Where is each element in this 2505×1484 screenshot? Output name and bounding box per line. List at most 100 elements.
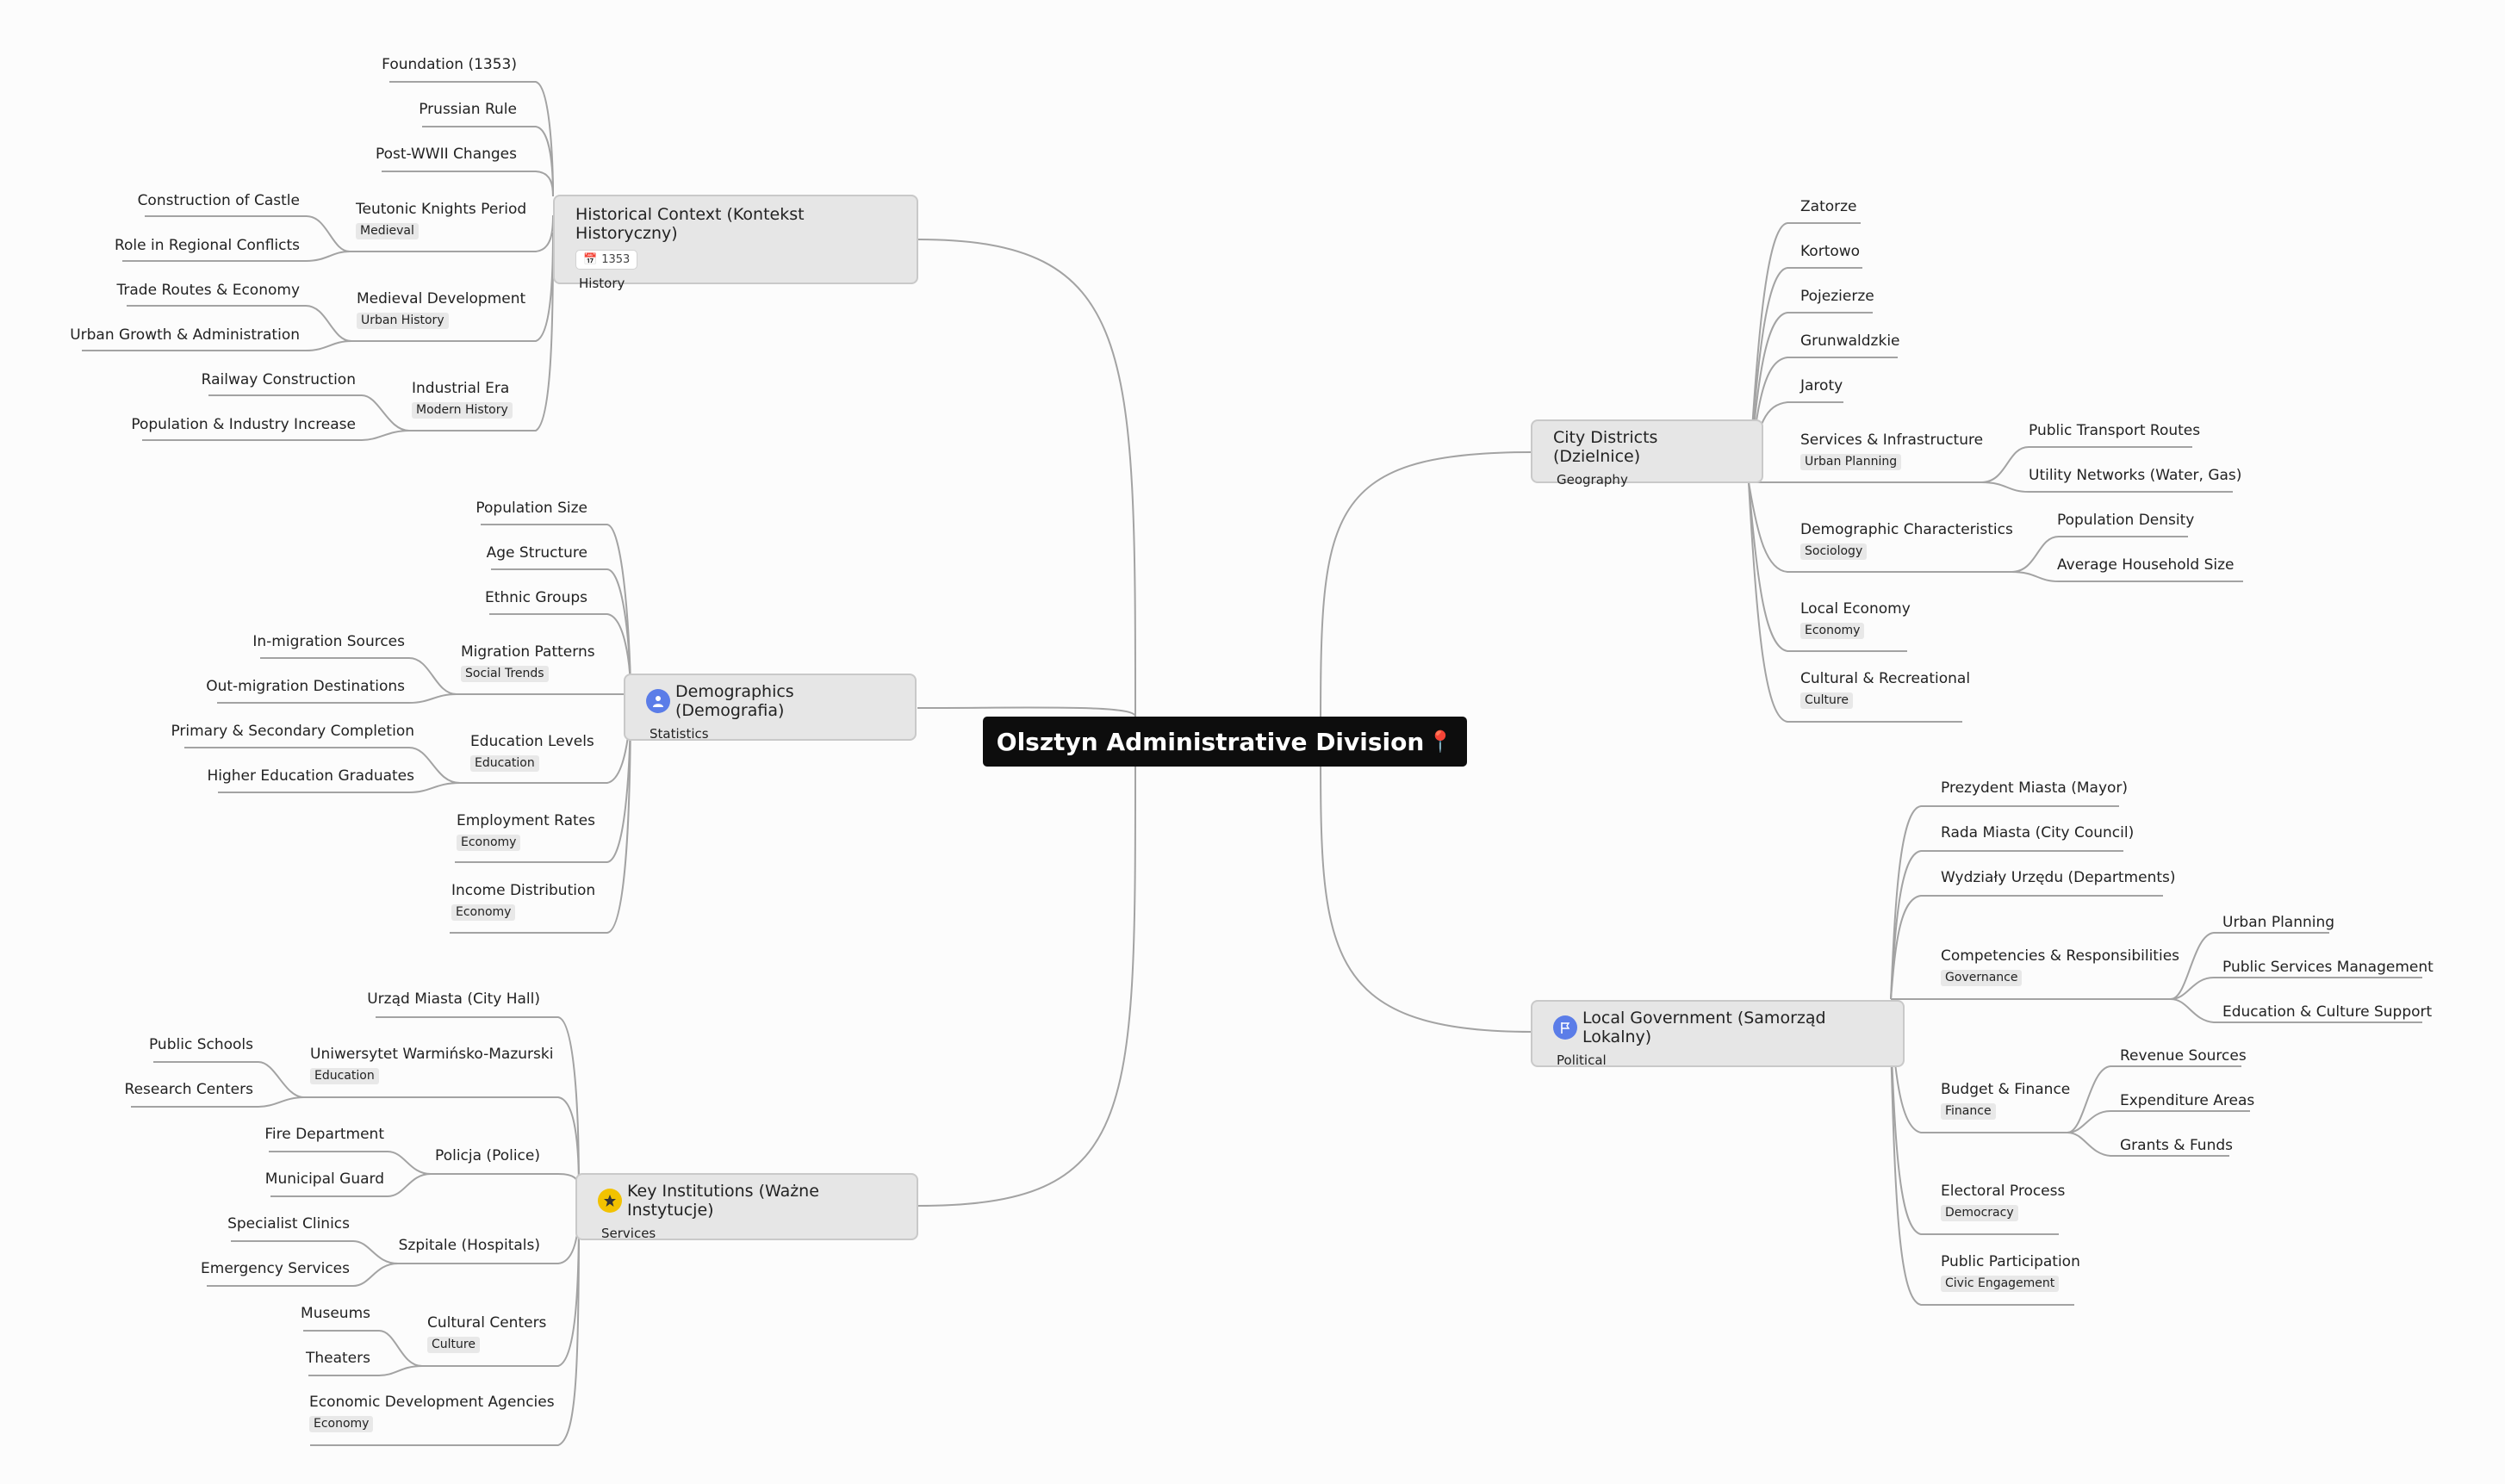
date-badge: 📅 1353 (575, 250, 638, 270)
demo-child-age-structure[interactable]: Age Structure (487, 544, 587, 562)
node-label: Uniwersytet Warmińsko-Mazurski (310, 1046, 554, 1063)
inst-grandchild-clinics[interactable]: Specialist Clinics (227, 1215, 350, 1233)
node-label: Prezydent Miasta (Mayor) (1941, 779, 2129, 797)
history-grandchild-railway[interactable]: Railway Construction (202, 371, 356, 388)
inst-grandchild-fire[interactable]: Fire Department (264, 1126, 384, 1143)
node-label: Primary & Secondary Completion (171, 723, 414, 740)
gov-child-mayor[interactable]: Prezydent Miasta (Mayor) (1941, 779, 2128, 797)
inst-child-city-hall[interactable]: Urząd Miasta (City Hall) (367, 990, 540, 1008)
inst-grandchild-guard[interactable]: Municipal Guard (265, 1170, 384, 1188)
inst-grandchild-theaters[interactable]: Theaters (306, 1350, 370, 1367)
branch-title: Key Institutions (Ważne Instytucje) (627, 1182, 819, 1220)
inst-child-hospitals[interactable]: Szpitale (Hospitals) (399, 1237, 540, 1254)
district-grandchild-household[interactable]: Average Household Size (2057, 556, 2234, 574)
history-child-foundation[interactable]: Foundation (1353) (382, 56, 517, 73)
branch-tag: Statistics (650, 726, 709, 742)
inst-grandchild-emergency[interactable]: Emergency Services (201, 1260, 350, 1277)
gov-grandchild-education-culture[interactable]: Education & Culture Support (2222, 1003, 2432, 1021)
gov-child-departments[interactable]: Wydziały Urzędu (Departments) (1941, 869, 2176, 886)
branch-government[interactable]: Local Government (Samorząd Lokalny) Poli… (1531, 1000, 1905, 1068)
node-label: Fire Department (264, 1126, 384, 1143)
demo-child-population-size[interactable]: Population Size (476, 500, 587, 517)
tag: Finance (1941, 1103, 1996, 1120)
tag: Modern History (412, 402, 513, 419)
node-label: Museums (301, 1305, 370, 1322)
district-grandchild-utility[interactable]: Utility Networks (Water, Gas) (2029, 467, 2241, 484)
district-jaroty[interactable]: Jaroty (1800, 377, 1843, 394)
tag: Urban Planning (1800, 454, 1902, 470)
district-pojezierze[interactable]: Pojezierze (1800, 288, 1874, 305)
branch-demographics[interactable]: Demographics (Demografia) Statistics (624, 674, 917, 742)
history-grandchild-castle[interactable]: Construction of Castle (138, 192, 300, 209)
tag: Education (470, 755, 539, 772)
tag: Democracy (1941, 1205, 2018, 1221)
root-title: Olsztyn Administrative Division (996, 727, 1425, 756)
demo-grandchild-primary[interactable]: Primary & Secondary Completion (171, 723, 414, 740)
gov-grandchild-revenue[interactable]: Revenue Sources (2120, 1047, 2247, 1065)
district-kortowo[interactable]: Kortowo (1800, 243, 1860, 260)
history-child-prussian-rule[interactable]: Prussian Rule (419, 101, 517, 118)
node-label: Zatorze (1800, 198, 1857, 215)
node-label: Population & Industry Increase (131, 416, 356, 433)
demo-grandchild-higher-ed[interactable]: Higher Education Graduates (207, 767, 414, 785)
map-pin-icon: 📍 (1427, 730, 1454, 754)
inst-grandchild-schools[interactable]: Public Schools (149, 1036, 253, 1053)
node-label: Grunwaldzkie (1800, 332, 1900, 350)
node-label: Jaroty (1800, 377, 1843, 394)
gov-grandchild-grants[interactable]: Grants & Funds (2120, 1137, 2233, 1154)
demo-grandchild-out-migration[interactable]: Out-migration Destinations (206, 678, 405, 695)
branch-institutions[interactable]: Key Institutions (Ważne Instytucje) Serv… (575, 1173, 918, 1241)
node-label: Services & Infrastructure (1800, 432, 1984, 449)
demo-child-ethnic-groups[interactable]: Ethnic Groups (485, 589, 587, 606)
demo-grandchild-in-migration[interactable]: In-migration Sources (252, 633, 405, 650)
district-zatorze[interactable]: Zatorze (1800, 198, 1857, 215)
branch-tag: Political (1557, 1052, 1607, 1068)
district-grunwaldzkie[interactable]: Grunwaldzkie (1800, 332, 1900, 350)
node-label: Electoral Process (1941, 1183, 2066, 1200)
node-label: Construction of Castle (137, 192, 300, 209)
history-grandchild-conflicts[interactable]: Role in Regional Conflicts (115, 237, 300, 254)
node-label: Emergency Services (201, 1260, 350, 1277)
inst-grandchild-museums[interactable]: Museums (301, 1305, 370, 1322)
node-label: Grants & Funds (2120, 1137, 2233, 1154)
gov-grandchild-urban-planning[interactable]: Urban Planning (2222, 914, 2334, 931)
inst-grandchild-research[interactable]: Research Centers (125, 1081, 253, 1098)
history-grandchild-trade[interactable]: Trade Routes & Economy (117, 282, 301, 299)
root-node[interactable]: Olsztyn Administrative Division 📍 (983, 717, 1467, 767)
tag: Urban History (357, 313, 449, 329)
gov-grandchild-expenditure[interactable]: Expenditure Areas (2120, 1092, 2254, 1109)
node-label: Demographic Characteristics (1800, 521, 2013, 538)
history-grandchild-urban-growth[interactable]: Urban Growth & Administration (70, 326, 300, 344)
node-label: Local Economy (1800, 600, 1911, 618)
history-child-post-wwii[interactable]: Post-WWII Changes (376, 146, 517, 163)
district-grandchild-transport[interactable]: Public Transport Routes (2029, 422, 2200, 439)
gov-child-council[interactable]: Rada Miasta (City Council) (1941, 824, 2134, 841)
gov-grandchild-public-services[interactable]: Public Services Management (2222, 959, 2434, 976)
history-grandchild-population[interactable]: Population & Industry Increase (131, 416, 356, 433)
inst-child-police[interactable]: Policja (Police) (435, 1147, 540, 1164)
district-grandchild-density[interactable]: Population Density (2057, 512, 2194, 529)
node-label: Education Levels (470, 733, 594, 750)
node-label: Public Schools (148, 1036, 253, 1053)
branch-districts[interactable]: City Districts (Dzielnice) Geography (1531, 419, 1763, 487)
branch-history[interactable]: Historical Context (Kontekst Historyczny… (553, 195, 918, 291)
tag: Civic Engagement (1941, 1276, 2060, 1292)
